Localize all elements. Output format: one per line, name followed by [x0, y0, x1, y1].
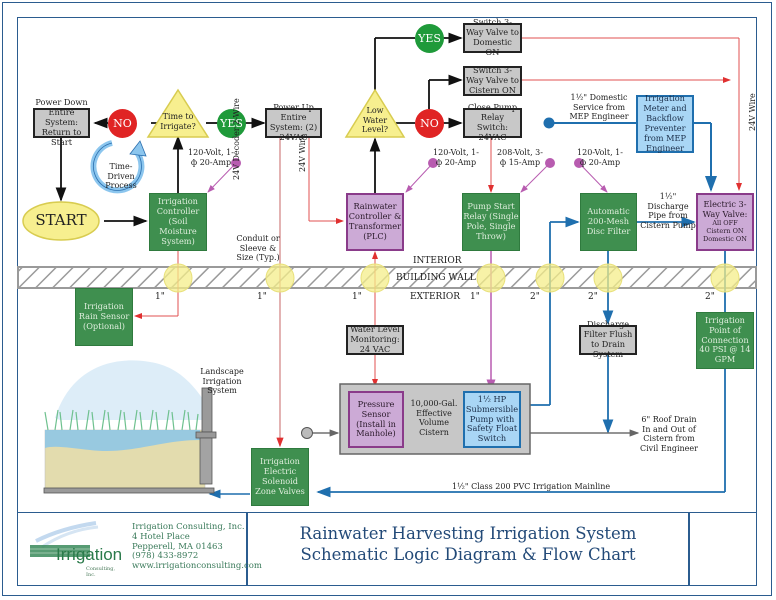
decoder-wire-label: 24V Decoder 2-Wire [232, 98, 241, 180]
decision-low-water-shape [344, 88, 406, 138]
pump-box: 1½ HP Submersible Pump with Safety Float… [463, 391, 521, 448]
company-logo: Irrigation Consulting, Inc. [26, 521, 126, 578]
interior-label: INTERIOR [413, 256, 462, 266]
valve-state: Domestic ON [703, 234, 747, 243]
company-phone: (978) 433-8972 [132, 551, 199, 562]
sleeve-size: 2" [530, 292, 540, 302]
wire-24v-label: 24V Wire [298, 134, 307, 172]
no-circle-left: NO [108, 109, 137, 138]
wire-24v-label: 24V Wire [748, 93, 757, 131]
company-address: 4 Hotel Place [132, 531, 190, 542]
diagram-title: Rainwater Harvesting Irrigation System S… [250, 523, 686, 566]
sleeve [476, 263, 506, 293]
sleeve-size: 1" [352, 292, 362, 302]
landscape-illustration [43, 360, 217, 494]
title-block: Irrigation Consulting, Inc. Irrigation C… [17, 512, 757, 586]
power-label: 208-Volt, 3-ф 15-Amp [497, 148, 543, 167]
rainwater-controller-box: Rainwater Controller & Transformer (PLC) [346, 193, 404, 251]
valve-state: All OFF [712, 219, 738, 228]
discharge-flush-box: Discharge Filter Flush to Drain System [579, 319, 637, 359]
cistern-label: 10,000-Gal. Effective Volume Cistern [410, 399, 458, 437]
disc-filter-box: Automatic 200-Mesh Disc Filter [580, 193, 637, 251]
yes-circle-top: YES [415, 24, 444, 53]
valve-state: Cistern ON [706, 226, 744, 235]
sleeve [163, 263, 193, 293]
conduit-label: Conduit or Sleeve & Size (Typ.) [236, 234, 280, 263]
point-of-connection-box: Irrigation Point of Connection 40 PSI @ … [696, 312, 754, 369]
sleeve [360, 263, 390, 293]
sleeve-size: 1" [257, 292, 267, 302]
irrigation-controller-box: Irrigation Controller (Soil Moisture Sys… [149, 193, 207, 251]
mainline-label: 1½" Class 200 PVC Irrigation Mainline [452, 482, 611, 491]
discharge-pipe-label: 1½" Discharge Pipe from Cistern Pump [640, 192, 696, 230]
sleeve-size: 1" [470, 292, 480, 302]
decision-time-to-irrigate-shape [146, 88, 210, 138]
company-name: Irrigation Consulting, Inc. [132, 522, 245, 532]
power-label: 120-Volt, 1-ф 20-Amp [433, 148, 479, 167]
power-label: 120-Volt, 1-ф 20-Amp [188, 148, 234, 167]
close-pump-box: Close Pump Relay Switch: 24VAC [463, 102, 522, 142]
meter-backflow-box: Irrigation Meter and Backflow Preventer … [636, 94, 694, 153]
title-line-1: Rainwater Harvesting Irrigation System [299, 524, 637, 543]
pressure-sensor-box: Pressure Sensor (Install in Manhole) [348, 391, 404, 448]
sleeves [163, 263, 740, 293]
yes-circle-left: YES [217, 109, 246, 138]
building-wall-label: BUILDING WALL [396, 273, 476, 283]
logo-graphic [30, 521, 99, 557]
sleeve [535, 263, 565, 293]
rain-sensor-box: Irrigation Rain Sensor (Optional) [75, 288, 133, 346]
time-driven-label: Time-Driven Process [105, 162, 137, 191]
power-up-box: Power Up Entire System: (2) 24VAC [265, 102, 322, 142]
switch-cistern-box: Switch 3-Way Valve to Cistern ON [463, 65, 522, 96]
logo-text: Irrigation [56, 545, 123, 564]
divider [688, 513, 690, 585]
sleeve-size: 2" [705, 292, 715, 302]
company-info: Irrigation Consulting, Inc. 4 Hotel Plac… [132, 522, 262, 572]
domestic-service-label: 1½" Domestic Service from MEP Engineer [569, 93, 629, 122]
sleeve [265, 263, 295, 293]
sleeve-size: 2" [588, 292, 598, 302]
roof-drain-label: 6" Roof Drain In and Out of Cistern from… [640, 415, 698, 453]
company-website[interactable]: www.irrigationconsulting.com [132, 561, 262, 572]
divider [246, 513, 248, 585]
title-line-2: Schematic Logic Diagram & Flow Chart [300, 545, 636, 565]
decision-low-water-level: Low Water Level? [361, 106, 389, 135]
sleeve-size: 1" [155, 292, 165, 302]
water-level-box: Water Level Monitoring: 24 VAC [346, 324, 404, 355]
zone-valves-box: Irrigation Electric Solenoid Zone Valves [251, 448, 309, 506]
landscape-label: Landscape Irrigation System [200, 367, 244, 396]
power-label: 120-Volt, 1-ф 20-Amp [577, 148, 623, 167]
no-circle-right: NO [415, 109, 444, 138]
pump-start-relay-box: Pump Start Relay (Single Pole, Single Th… [462, 193, 520, 251]
sleeve [710, 263, 740, 293]
three-way-valve-title: Electric 3-Way Valve: [702, 199, 748, 220]
logo-sub: Consulting, Inc. [86, 566, 116, 578]
sleeve [593, 263, 623, 293]
exterior-label: EXTERIOR [410, 292, 461, 302]
power-down-box: Power Down Entire System: Return to Star… [33, 97, 90, 147]
company-city: Pepperell, MA 01463 [132, 541, 223, 552]
decision-time-to-irrigate: Time to Irrigate? [160, 112, 196, 131]
start-label: START [35, 211, 87, 229]
three-way-valve-box: Electric 3-Way Valve: All OFF Cistern ON… [696, 193, 754, 251]
start-ellipse [22, 201, 100, 241]
switch-domestic-box: Switch 3-Way Valve to Domestic ON [463, 17, 522, 57]
